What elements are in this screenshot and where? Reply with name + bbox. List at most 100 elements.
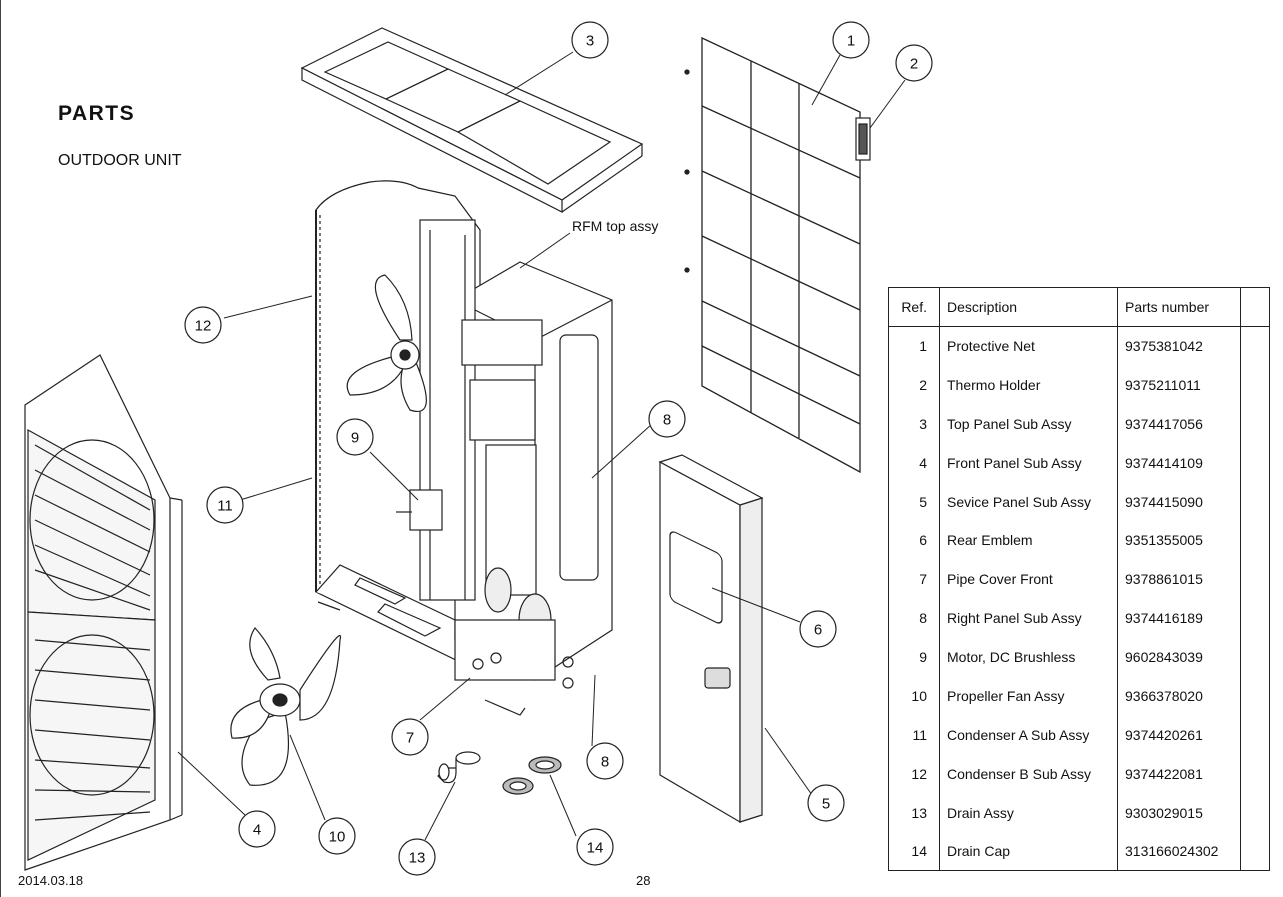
callout-11: 11 xyxy=(217,498,233,515)
row-ref: 1 xyxy=(888,326,940,366)
row-description: Sevice Panel Sub Assy xyxy=(939,482,1118,521)
row-ref: 13 xyxy=(888,793,940,833)
row-parts-number: 9374416189 xyxy=(1117,598,1241,638)
callout-3: 3 xyxy=(586,33,594,50)
row-description: Rear Emblem xyxy=(939,520,1118,560)
row-extra xyxy=(1240,520,1270,560)
row-ref: 5 xyxy=(888,482,940,521)
row-extra xyxy=(1240,404,1270,444)
callout-4: 4 xyxy=(253,822,261,839)
row-extra xyxy=(1240,832,1270,871)
page-left-border xyxy=(0,0,1,897)
row-parts-number: 9375381042 xyxy=(1117,326,1241,366)
row-description: Drain Assy xyxy=(939,793,1118,833)
row-extra xyxy=(1240,715,1270,755)
row-parts-number: 9374417056 xyxy=(1117,404,1241,444)
page-title: PARTS xyxy=(58,102,136,125)
callout-10: 10 xyxy=(329,829,346,846)
service-panel-drawing xyxy=(658,454,764,824)
callout-9: 9 xyxy=(351,430,359,447)
page-subtitle: OUTDOOR UNIT xyxy=(58,152,182,169)
header-extra xyxy=(1240,287,1270,327)
callout-5: 5 xyxy=(822,796,830,813)
cabinet-drawing xyxy=(315,180,613,716)
row-description: Thermo Holder xyxy=(939,365,1118,405)
row-parts-number: 9378861015 xyxy=(1117,559,1241,599)
callout-12: 12 xyxy=(195,318,212,335)
footer-date: 2014.03.18 xyxy=(18,873,84,888)
top-panel-drawing xyxy=(300,27,644,213)
callout-circles xyxy=(184,21,933,876)
callout-7: 7 xyxy=(406,730,414,747)
callout-6: 6 xyxy=(814,622,822,639)
row-extra xyxy=(1240,598,1270,638)
row-ref: 12 xyxy=(888,754,940,794)
row-description: Top Panel Sub Assy xyxy=(939,404,1118,444)
callout-14: 14 xyxy=(587,840,604,857)
row-extra xyxy=(1240,326,1270,366)
inner-fan-drawing xyxy=(346,274,443,531)
row-extra xyxy=(1240,482,1270,521)
row-parts-number: 9375211011 xyxy=(1117,365,1241,405)
parts-table-header: Ref. Description Parts number xyxy=(888,287,1270,327)
row-description: Condenser B Sub Assy xyxy=(939,754,1118,794)
header-parts-number: Parts number xyxy=(1117,287,1241,327)
callout-8-lower: 8 xyxy=(601,754,609,771)
header-ref: Ref. xyxy=(888,287,940,327)
row-description: Pipe Cover Front xyxy=(939,559,1118,599)
row-parts-number: 9374414109 xyxy=(1117,443,1241,483)
row-description: Right Panel Sub Assy xyxy=(939,598,1118,638)
row-parts-number: 9602843039 xyxy=(1117,637,1241,677)
drain-parts-drawing xyxy=(437,751,562,795)
row-extra xyxy=(1240,793,1270,833)
row-extra xyxy=(1240,637,1270,677)
callout-13: 13 xyxy=(409,850,426,867)
row-description: Drain Cap xyxy=(939,832,1118,871)
row-extra xyxy=(1240,559,1270,599)
row-ref: 10 xyxy=(888,676,940,716)
footer-page-number: 28 xyxy=(636,873,651,888)
row-ref: 2 xyxy=(888,365,940,405)
row-parts-number: 9303029015 xyxy=(1117,793,1241,833)
row-description: Front Panel Sub Assy xyxy=(939,443,1118,483)
row-extra xyxy=(1240,754,1270,794)
callout-8-upper: 8 xyxy=(663,412,671,429)
row-parts-number: 9374420261 xyxy=(1117,715,1241,755)
header-description: Description xyxy=(939,287,1118,327)
front-panel-drawing xyxy=(24,354,183,871)
row-ref: 8 xyxy=(888,598,940,638)
row-extra xyxy=(1240,365,1270,405)
row-description: Protective Net xyxy=(939,326,1118,366)
row-description: Propeller Fan Assy xyxy=(939,676,1118,716)
callout-leader-lines xyxy=(177,51,906,841)
row-ref: 9 xyxy=(888,637,940,677)
row-parts-number: 9351355005 xyxy=(1117,520,1241,560)
row-ref: 11 xyxy=(888,715,940,755)
row-description: Condenser A Sub Assy xyxy=(939,715,1118,755)
propeller-fan-drawing xyxy=(230,627,342,786)
row-extra xyxy=(1240,676,1270,716)
row-ref: 3 xyxy=(888,404,940,444)
rfm-top-assy-label: RFM top assy xyxy=(572,218,658,234)
row-parts-number: 9366378020 xyxy=(1117,676,1241,716)
protective-net-drawing xyxy=(684,36,861,474)
row-parts-number: 9374415090 xyxy=(1117,482,1241,521)
row-ref: 14 xyxy=(888,832,940,871)
callout-2: 2 xyxy=(910,56,918,73)
